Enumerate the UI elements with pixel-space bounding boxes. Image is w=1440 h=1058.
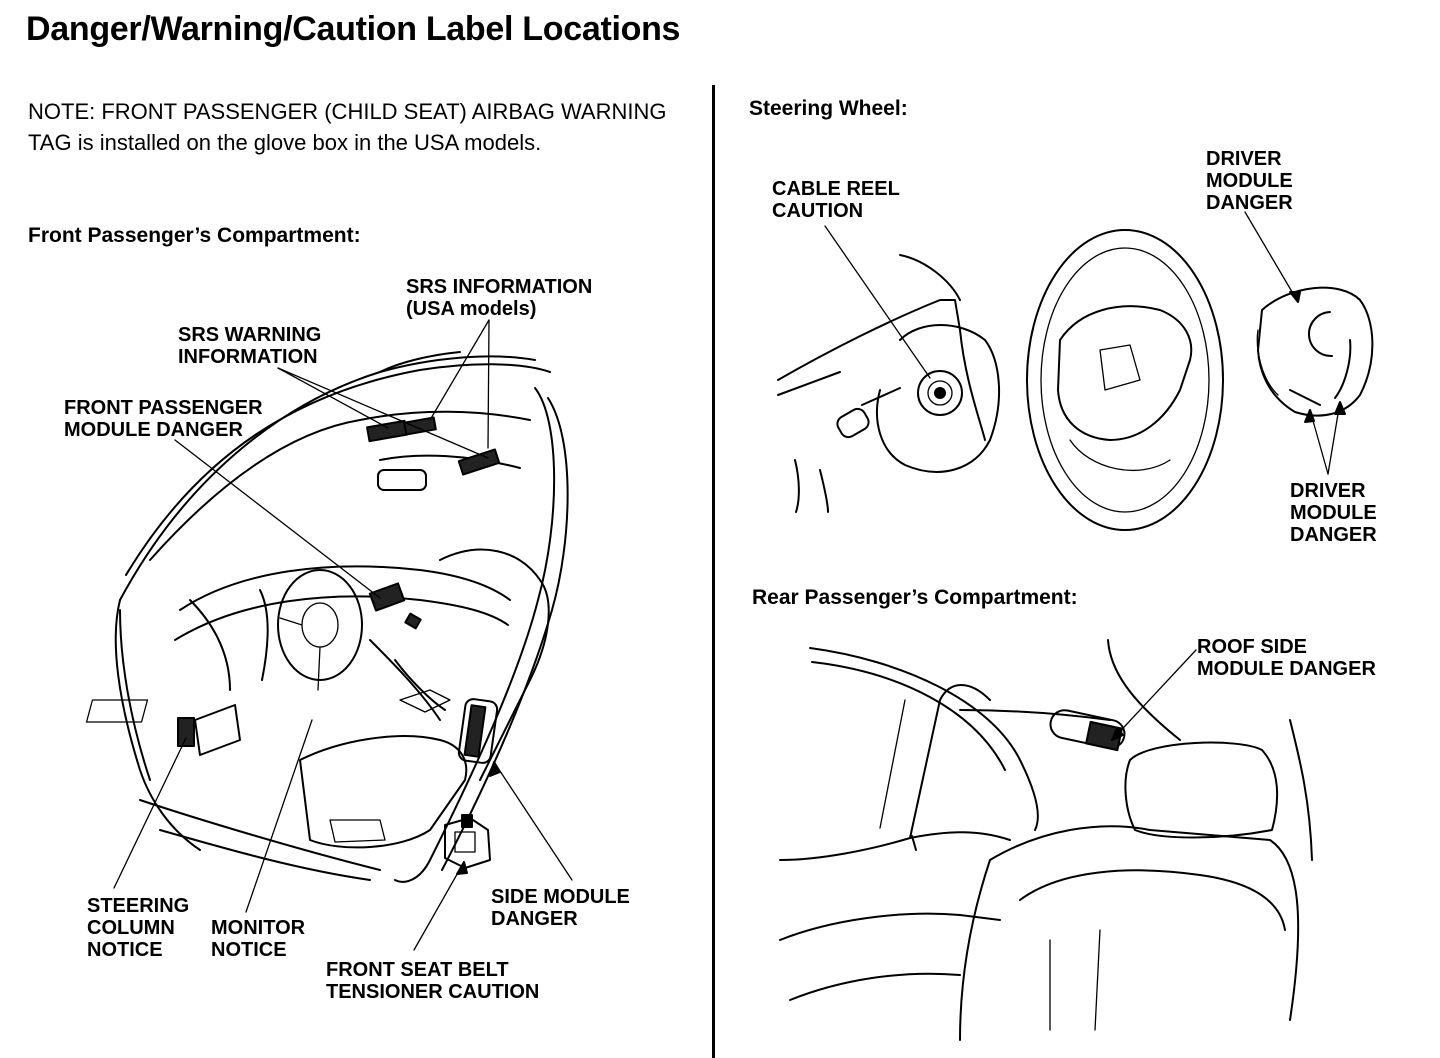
page-title: Danger/Warning/Caution Label Locations bbox=[26, 10, 681, 48]
steering-wheel-heading: Steering Wheel: bbox=[749, 97, 908, 120]
srs-warning-information-label: SRS WARNING INFORMATION bbox=[178, 324, 322, 368]
side-module-danger-label: SIDE MODULE DANGER bbox=[491, 886, 630, 930]
driver-module-danger-bottom-label: DRIVER MODULE DANGER bbox=[1290, 480, 1377, 546]
roof-side-module-danger-label: ROOF SIDE MODULE DANGER bbox=[1197, 636, 1376, 680]
note-text: NOTE: FRONT PASSENGER (CHILD SEAT) AIRBA… bbox=[28, 99, 667, 155]
srs-information-label: SRS INFORMATION (USA models) bbox=[406, 276, 593, 320]
rear-compartment-drawing bbox=[779, 639, 1313, 1041]
driver-module-danger-top-label: DRIVER MODULE DANGER bbox=[1206, 148, 1293, 214]
column-divider bbox=[712, 85, 715, 1058]
front-compartment-heading: Front Passenger’s Compartment: bbox=[28, 224, 361, 247]
front-seat-belt-tensioner-caution-label: FRONT SEAT BELT TENSIONER CAUTION bbox=[326, 959, 540, 1003]
front-compartment-drawing bbox=[85, 319, 573, 951]
cable-reel-caution-label: CABLE REEL CAUTION bbox=[772, 178, 900, 222]
steering-column-notice-label: STEERING COLUMN NOTICE bbox=[87, 895, 190, 961]
front-passenger-module-danger-label: FRONT PASSENGER MODULE DANGER bbox=[64, 397, 263, 441]
monitor-notice-label: MONITOR NOTICE bbox=[211, 917, 306, 961]
rear-compartment-heading: Rear Passenger’s Compartment: bbox=[752, 586, 1078, 609]
steering-wheel-drawing bbox=[777, 211, 1374, 531]
